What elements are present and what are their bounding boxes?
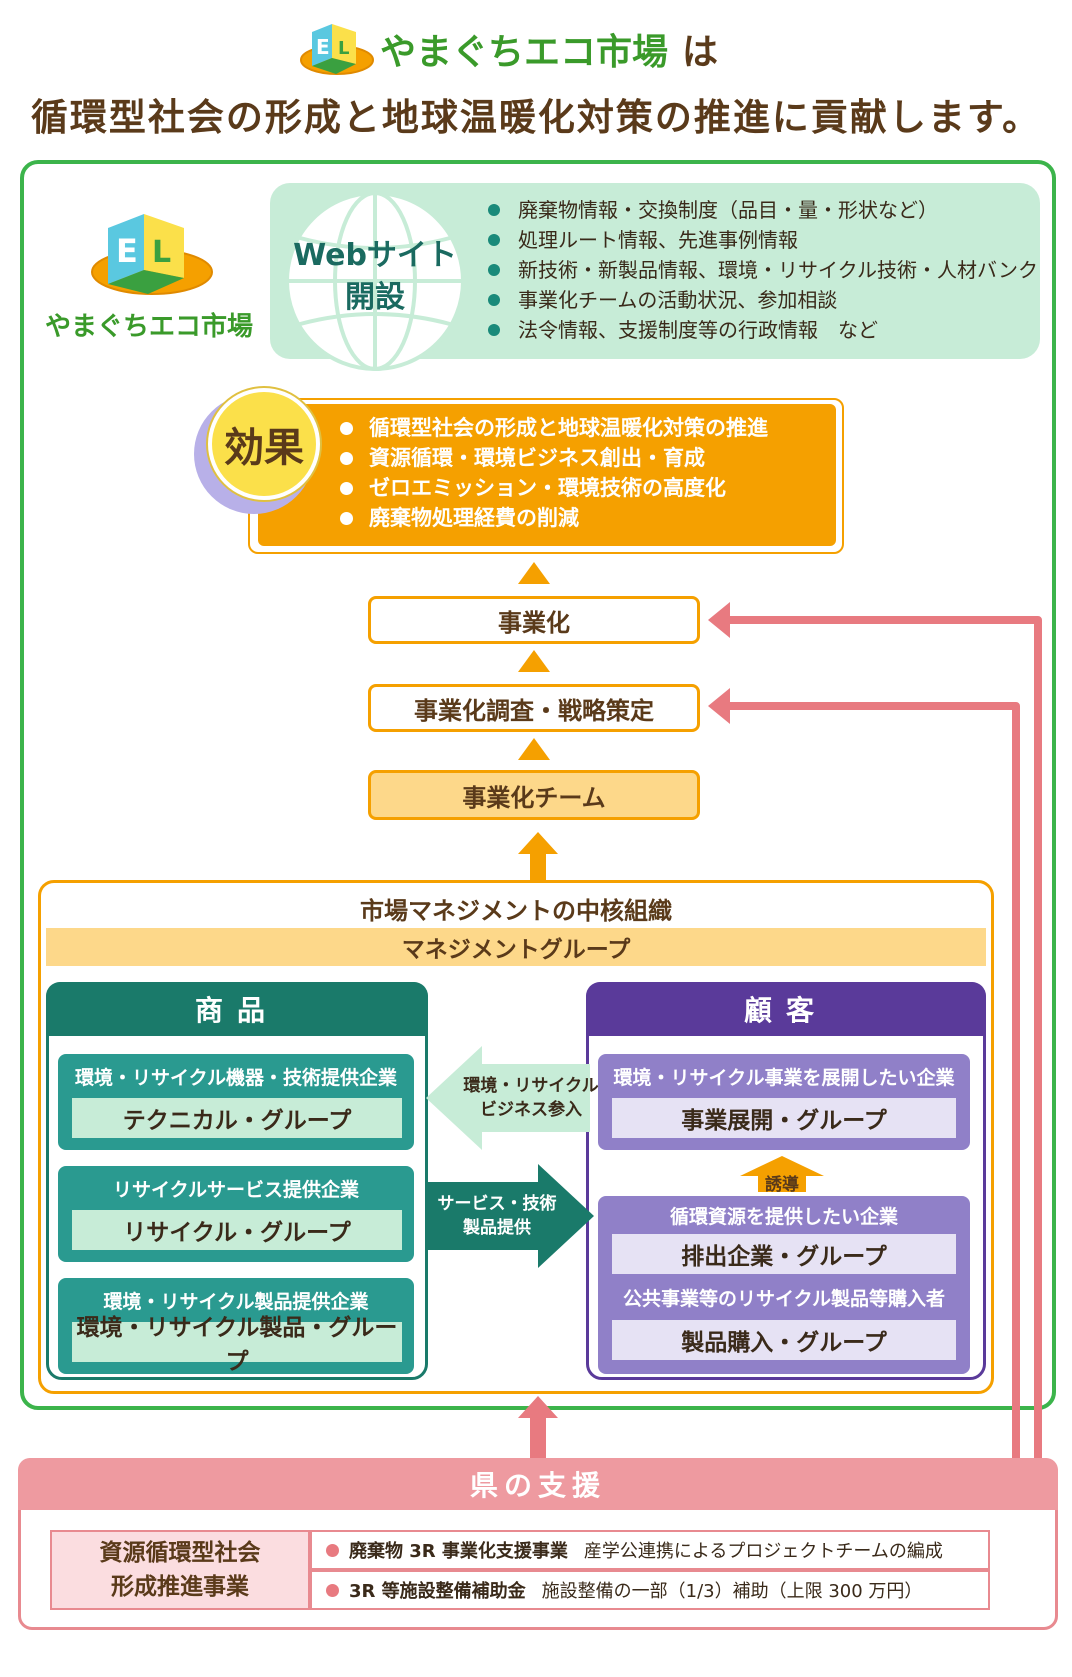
bullet-icon — [326, 1543, 339, 1557]
products-header: 商品 — [46, 982, 428, 1036]
header-brand: やまぐちエコ市場 — [380, 32, 669, 73]
bullet-icon — [488, 234, 500, 246]
group-caption: 公共事業等のリサイクル製品等購入者 — [622, 1287, 946, 1310]
guide-label: 誘導 — [765, 1174, 799, 1195]
support-item-desc: 産学公連携によるプロジェクトチームの編成 — [583, 1541, 943, 1562]
group-caption: 循環資源を提供したい企業 — [669, 1205, 898, 1228]
group-caption: 環境・リサイクル製品提供企業 — [103, 1290, 369, 1313]
eco-market-logo-icon: E L — [300, 24, 374, 75]
bullet-icon — [340, 481, 353, 495]
arrow-up-icon — [518, 650, 550, 672]
products-group-name: 環境・リサイクル製品・グループ — [72, 1315, 402, 1375]
bullet-icon — [340, 421, 353, 435]
effect-list: 循環型社会の形成と地球温暖化対策の推進 資源循環・環境ビジネス創出・育成 ゼロエ… — [340, 413, 840, 533]
business-entry-arrow-left-icon — [426, 1046, 590, 1150]
management-title: 市場マネジメントの中核組織 — [360, 896, 672, 925]
svg-text:L: L — [338, 38, 349, 59]
customers-header: 顧客 — [586, 982, 986, 1036]
eco-market-large-logo-icon: E L — [91, 214, 213, 295]
arrow-up-icon — [518, 562, 550, 584]
business-entry-label: 環境・リサイクル ビジネス参入 — [463, 1076, 599, 1120]
website-label-line1: Webサイト — [293, 238, 457, 273]
group-caption: リサイクルサービス提供企業 — [112, 1178, 360, 1201]
svg-text:E: E — [116, 232, 138, 270]
list-item: 処理ルート情報、先進事例情報 — [488, 225, 1048, 255]
support-item-name: 廃棄物 3R 事業化支援事業 — [349, 1541, 568, 1562]
list-item: ゼロエミッション・環境技術の高度化 — [340, 473, 840, 503]
logo-name: やまぐちエコ市場 — [44, 311, 253, 342]
effect-label: 効果 — [224, 425, 304, 471]
website-feature-list: 廃棄物情報・交換制度（品目・量・形状など） 処理ルート情報、先進事例情報 新技術… — [488, 195, 1048, 345]
bullet-icon — [488, 204, 500, 216]
emission-group-name: 排出企業・グループ — [612, 1234, 956, 1274]
svg-text:L: L — [152, 235, 171, 270]
business-group-name: 事業展開・グループ — [612, 1098, 956, 1138]
support-item-row: 廃棄物 3R 事業化支援事業 産学公連携によるプロジェクトチームの編成 — [310, 1530, 990, 1570]
commercialization-team-box: 事業化チーム — [368, 770, 700, 820]
service-provision-label: サービス・技術 製品提供 — [437, 1194, 557, 1238]
globe-icon — [285, 191, 465, 371]
header-title: やまぐちエコ市場 は — [380, 22, 820, 76]
effect-badge — [208, 388, 320, 500]
support-item-desc: 施設整備の一部（1/3）補助（上限 300 万円） — [541, 1581, 923, 1602]
management-group-band: マネジメントグループ — [46, 928, 986, 966]
header-subtitle: 循環型社会の形成と地球温暖化対策の推進に貢献します。 — [30, 96, 1042, 139]
support-arrow-up-icon — [518, 1396, 558, 1460]
group-caption: 環境・リサイクル事業を展開したい企業 — [613, 1066, 955, 1089]
list-item: 資源循環・環境ビジネス創出・育成 — [340, 443, 840, 473]
recycle-group-name: リサイクル・グループ — [72, 1210, 402, 1250]
survey-strategy-box: 事業化調査・戦略策定 — [368, 684, 700, 732]
bullet-icon — [340, 511, 353, 525]
big-arrow-up-icon — [518, 832, 558, 882]
bullet-icon — [340, 451, 353, 465]
header-particle: は — [682, 32, 719, 73]
bullet-icon — [326, 1583, 339, 1597]
group-caption: 環境・リサイクル機器・技術提供企業 — [74, 1066, 398, 1089]
list-item: 事業化チームの活動状況、参加相談 — [488, 285, 1048, 315]
list-item: 新技術・新製品情報、環境・リサイクル技術・人材バンク — [488, 255, 1048, 285]
website-label: Webサイト 開設 — [282, 232, 468, 322]
prefecture-support-header: 県の支援 — [18, 1458, 1058, 1510]
bullet-icon — [488, 264, 500, 276]
commercialization-box: 事業化 — [368, 596, 700, 644]
support-program-name: 資源循環型社会 形成推進事業 — [50, 1530, 310, 1610]
technical-group-name: テクニカル・グループ — [72, 1098, 402, 1138]
effect-box — [258, 404, 836, 546]
support-item-name: 3R 等施設整備補助金 — [349, 1581, 526, 1602]
arrow-up-icon — [518, 738, 550, 760]
list-item: 廃棄物情報・交換制度（品目・量・形状など） — [488, 195, 1048, 225]
bullet-icon — [488, 294, 500, 306]
website-label-line2: 開設 — [345, 280, 405, 315]
list-item: 循環型社会の形成と地球温暖化対策の推進 — [340, 413, 840, 443]
bullet-icon — [488, 324, 500, 336]
support-item-row: 3R 等施設整備補助金 施設整備の一部（1/3）補助（上限 300 万円） — [310, 1570, 990, 1610]
svg-text:E: E — [316, 35, 330, 59]
list-item: 法令情報、支援制度等の行政情報 など — [488, 315, 1048, 345]
list-item: 廃棄物処理経費の削減 — [340, 503, 840, 533]
purchase-group-name: 製品購入・グループ — [612, 1320, 956, 1360]
service-provision-arrow-right-icon — [426, 1164, 594, 1268]
